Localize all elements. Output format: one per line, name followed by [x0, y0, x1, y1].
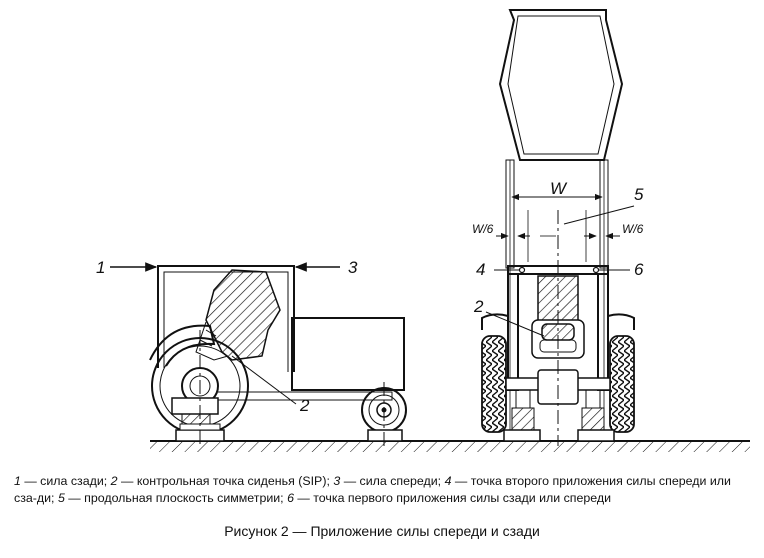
callout-1: 1: [96, 258, 105, 277]
legend-text-5: — продольная плоскость симметрии;: [64, 491, 288, 505]
leader-2-rear: [485, 311, 545, 337]
rear-right-support-block: [577, 429, 615, 442]
side-view-tractor: [149, 265, 407, 446]
force-application-diagram: 1 3 2 5 4 6 2 W W/6 W/6: [96, 9, 750, 452]
legend-num-2: 2: [110, 474, 118, 488]
side-seat-hatched: [205, 269, 281, 361]
leader-2-side: [231, 355, 297, 405]
side-front-support-block: [367, 429, 403, 442]
legend-text-2: — контрольная точка сиденья (SIP);: [117, 474, 334, 488]
callout-3: 3: [348, 258, 358, 277]
legend-text-4: — точка второго приложения силы спереди …: [14, 474, 731, 505]
figure-caption: Рисунок 2 — Приложение силы спереди и сз…: [224, 523, 540, 539]
ground-line: [150, 440, 750, 452]
rear-left-support-block: [503, 429, 541, 442]
callout-4: 4: [476, 260, 485, 279]
dim-label-w: W: [550, 179, 568, 198]
callout-2-rear: 2: [473, 297, 484, 316]
application-point-4: [518, 266, 526, 274]
side-hood: [291, 317, 405, 391]
application-point-6: [592, 266, 600, 274]
callout-2-side: 2: [299, 396, 310, 415]
legend-num-6: 6: [287, 491, 294, 505]
legend-text-1: — сила сзади;: [20, 474, 111, 488]
dim-label-w6-right: W/6: [622, 222, 644, 236]
legend-text-6: — точка первого приложения силы сзади ил…: [293, 491, 612, 505]
legend-text-3: — сила спереди;: [340, 474, 445, 488]
legend-num-4: 4: [444, 474, 452, 488]
rear-right-wheel: [609, 335, 635, 433]
legend-num-5: 5: [57, 491, 65, 505]
rear-left-wheel: [481, 335, 507, 433]
figure-legend: 1 — сила сзади; 2 — контрольная точка си…: [14, 473, 754, 507]
callout-6: 6: [634, 260, 644, 279]
leader-5: [563, 205, 635, 225]
rear-view-tractor: [481, 9, 635, 446]
rear-right-fender: [607, 313, 635, 330]
rear-left-fender: [481, 313, 509, 330]
dim-label-w6-left: W/6: [472, 222, 494, 236]
callout-5: 5: [634, 185, 644, 204]
legend-num-1: 1: [14, 474, 21, 488]
legend-num-3: 3: [333, 474, 341, 488]
